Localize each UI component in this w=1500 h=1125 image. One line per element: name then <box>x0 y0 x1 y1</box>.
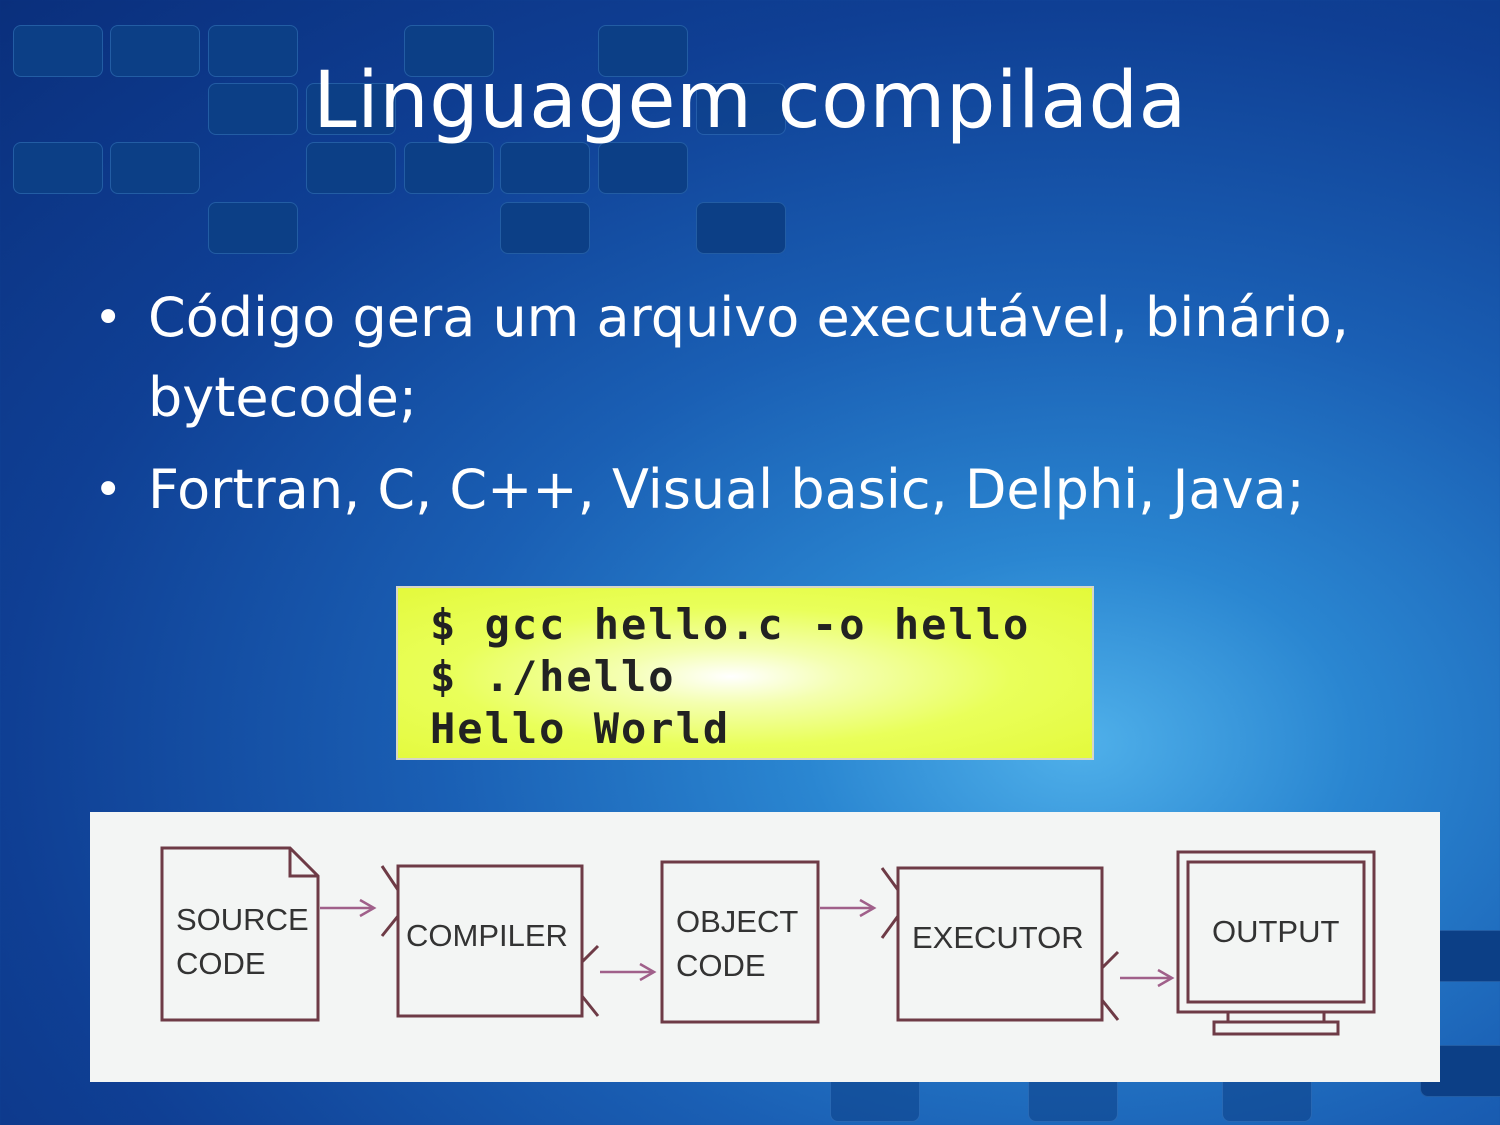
background-tile <box>696 83 786 135</box>
terminal-line: $ gcc hello.c -o hello <box>430 600 1031 649</box>
terminal-line: Hello World <box>430 704 731 753</box>
compiler-output-funnel <box>580 944 600 1017</box>
slide-title: Linguagem compilada <box>313 56 1187 146</box>
object-code-label: OBJECT CODE <box>676 904 799 983</box>
background-tile <box>13 25 103 77</box>
arrowhead <box>359 898 377 918</box>
source-code-label: SOURCE CODE <box>176 902 309 981</box>
executor-box <box>896 866 1104 1022</box>
background-tile <box>13 142 103 194</box>
output-label: OUTPUT <box>1212 914 1340 949</box>
background-tile <box>306 142 396 194</box>
background-tile <box>208 25 298 77</box>
executor-label: EXECUTOR <box>912 920 1084 955</box>
bullet-text: Fortran, C, C++, Visual basic, Delphi, J… <box>148 458 1305 521</box>
executor-input-funnel <box>880 867 900 939</box>
background-tile <box>208 202 298 254</box>
folded-corner <box>288 848 318 878</box>
background-tile <box>500 142 590 194</box>
source-code-document-icon <box>160 846 320 1022</box>
monitor-stand <box>1212 1020 1340 1036</box>
compiler-box <box>396 864 584 1018</box>
arrowhead <box>1157 968 1175 988</box>
object-code-box <box>660 860 820 1024</box>
background-tile <box>208 83 298 135</box>
bullet-item: • Código gera um arquivo executável, bin… <box>88 278 1428 438</box>
background-tile <box>500 202 590 254</box>
background-tile <box>306 83 396 135</box>
compiler-input-funnel <box>380 865 400 937</box>
bullet-item: • Fortran, C, C++, Visual basic, Delphi,… <box>88 450 1428 530</box>
background-tile <box>110 142 200 194</box>
bullet-marker: • <box>94 290 123 346</box>
terminal-line: $ ./hello <box>430 652 676 701</box>
compilation-diagram: SOURCE CODE COMPILER OBJECT CODE EXECUTO… <box>90 812 1440 1082</box>
background-tile <box>404 142 494 194</box>
bullet-text: Código gera um arquivo executável, binár… <box>148 286 1349 429</box>
arrowhead <box>639 962 657 982</box>
bullet-marker: • <box>94 462 123 518</box>
monitor-screen <box>1186 860 1366 1004</box>
background-tile <box>598 142 688 194</box>
background-tile <box>110 25 200 77</box>
executor-output-funnel <box>1100 950 1120 1021</box>
compiler-label: COMPILER <box>406 918 568 953</box>
background-tile <box>404 25 494 77</box>
background-tile <box>598 25 688 77</box>
terminal-output-panel: $ gcc hello.c -o hello $ ./hello Hello W… <box>396 586 1094 760</box>
diagram-shapes <box>160 846 1376 1036</box>
background-tile <box>696 202 786 254</box>
arrowhead <box>859 898 877 918</box>
bullet-list: • Código gera um arquivo executável, bin… <box>88 278 1428 542</box>
